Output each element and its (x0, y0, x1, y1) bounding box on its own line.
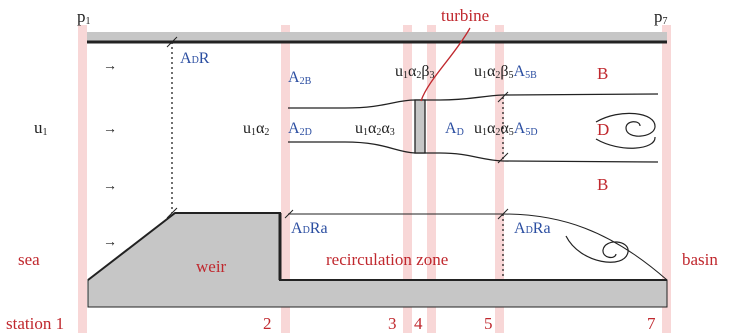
basin-swirl (565, 235, 629, 263)
turbine-pointer (420, 27, 471, 102)
bypass-surface (288, 213, 668, 281)
flow-arrow: → (103, 122, 117, 137)
area-A2D: A2D (288, 120, 312, 138)
area-ADRa-left: ADRa (291, 220, 328, 237)
flow-arrows: → → → → (103, 59, 117, 250)
label-sea: sea (18, 250, 40, 269)
station-label-4: 4 (414, 314, 423, 333)
area-A2B: A2B (288, 69, 312, 87)
station-band-4 (427, 25, 436, 333)
tick-ADR-bottom (166, 207, 178, 219)
velocity-u1a2: u1α2 (243, 120, 269, 138)
area-ADR: ADR (180, 50, 210, 67)
pressure-p7: p7 (654, 7, 668, 27)
velocity-u1a2b5-A5B: u1α2β5A5B (474, 63, 537, 81)
station-label-7: 7 (647, 314, 656, 333)
flow-arrow: → (103, 59, 117, 74)
station-band-1 (78, 25, 87, 333)
area-ADRa-right: ADRa (514, 220, 551, 237)
station-label-5: 5 (484, 314, 493, 333)
tick-station5-top (497, 91, 509, 103)
turbine-disc (414, 99, 426, 154)
station-label-1: station 1 (6, 314, 64, 333)
area-AD: AD (445, 120, 464, 138)
wake-swirl (595, 112, 656, 149)
label-B-top: B (597, 64, 608, 83)
label-weir: weir (196, 257, 227, 276)
velocity-u1a2a5-A5D: u1α2α5A5D (474, 120, 538, 138)
flow-arrow: → (103, 179, 117, 194)
velocity-u1a2b3: u1α2β3 (395, 63, 435, 81)
velocity-u1: u1 (34, 118, 48, 138)
label-recirculation-zone: recirculation zone (326, 250, 448, 269)
station-label-3: 3 (388, 314, 397, 333)
station-label-2: 2 (263, 314, 272, 333)
velocity-u1a2a3: u1α2α3 (355, 120, 395, 138)
free-surface-bar (87, 32, 667, 42)
flow-arrow: → (103, 235, 117, 250)
label-basin: basin (682, 250, 718, 269)
station-bands (78, 25, 671, 333)
stream-tube-bottom (288, 141, 659, 163)
label-turbine: turbine (441, 6, 489, 25)
station-band-5 (495, 25, 504, 333)
station-band-7 (662, 25, 671, 333)
label-B-bottom: B (597, 175, 608, 194)
pressure-p1: p1 (77, 7, 91, 27)
stream-tube-top (288, 93, 659, 109)
label-D: D (597, 120, 609, 139)
station-band-2 (281, 25, 290, 333)
station-band-3 (403, 25, 412, 333)
tick-ADR (166, 36, 178, 48)
